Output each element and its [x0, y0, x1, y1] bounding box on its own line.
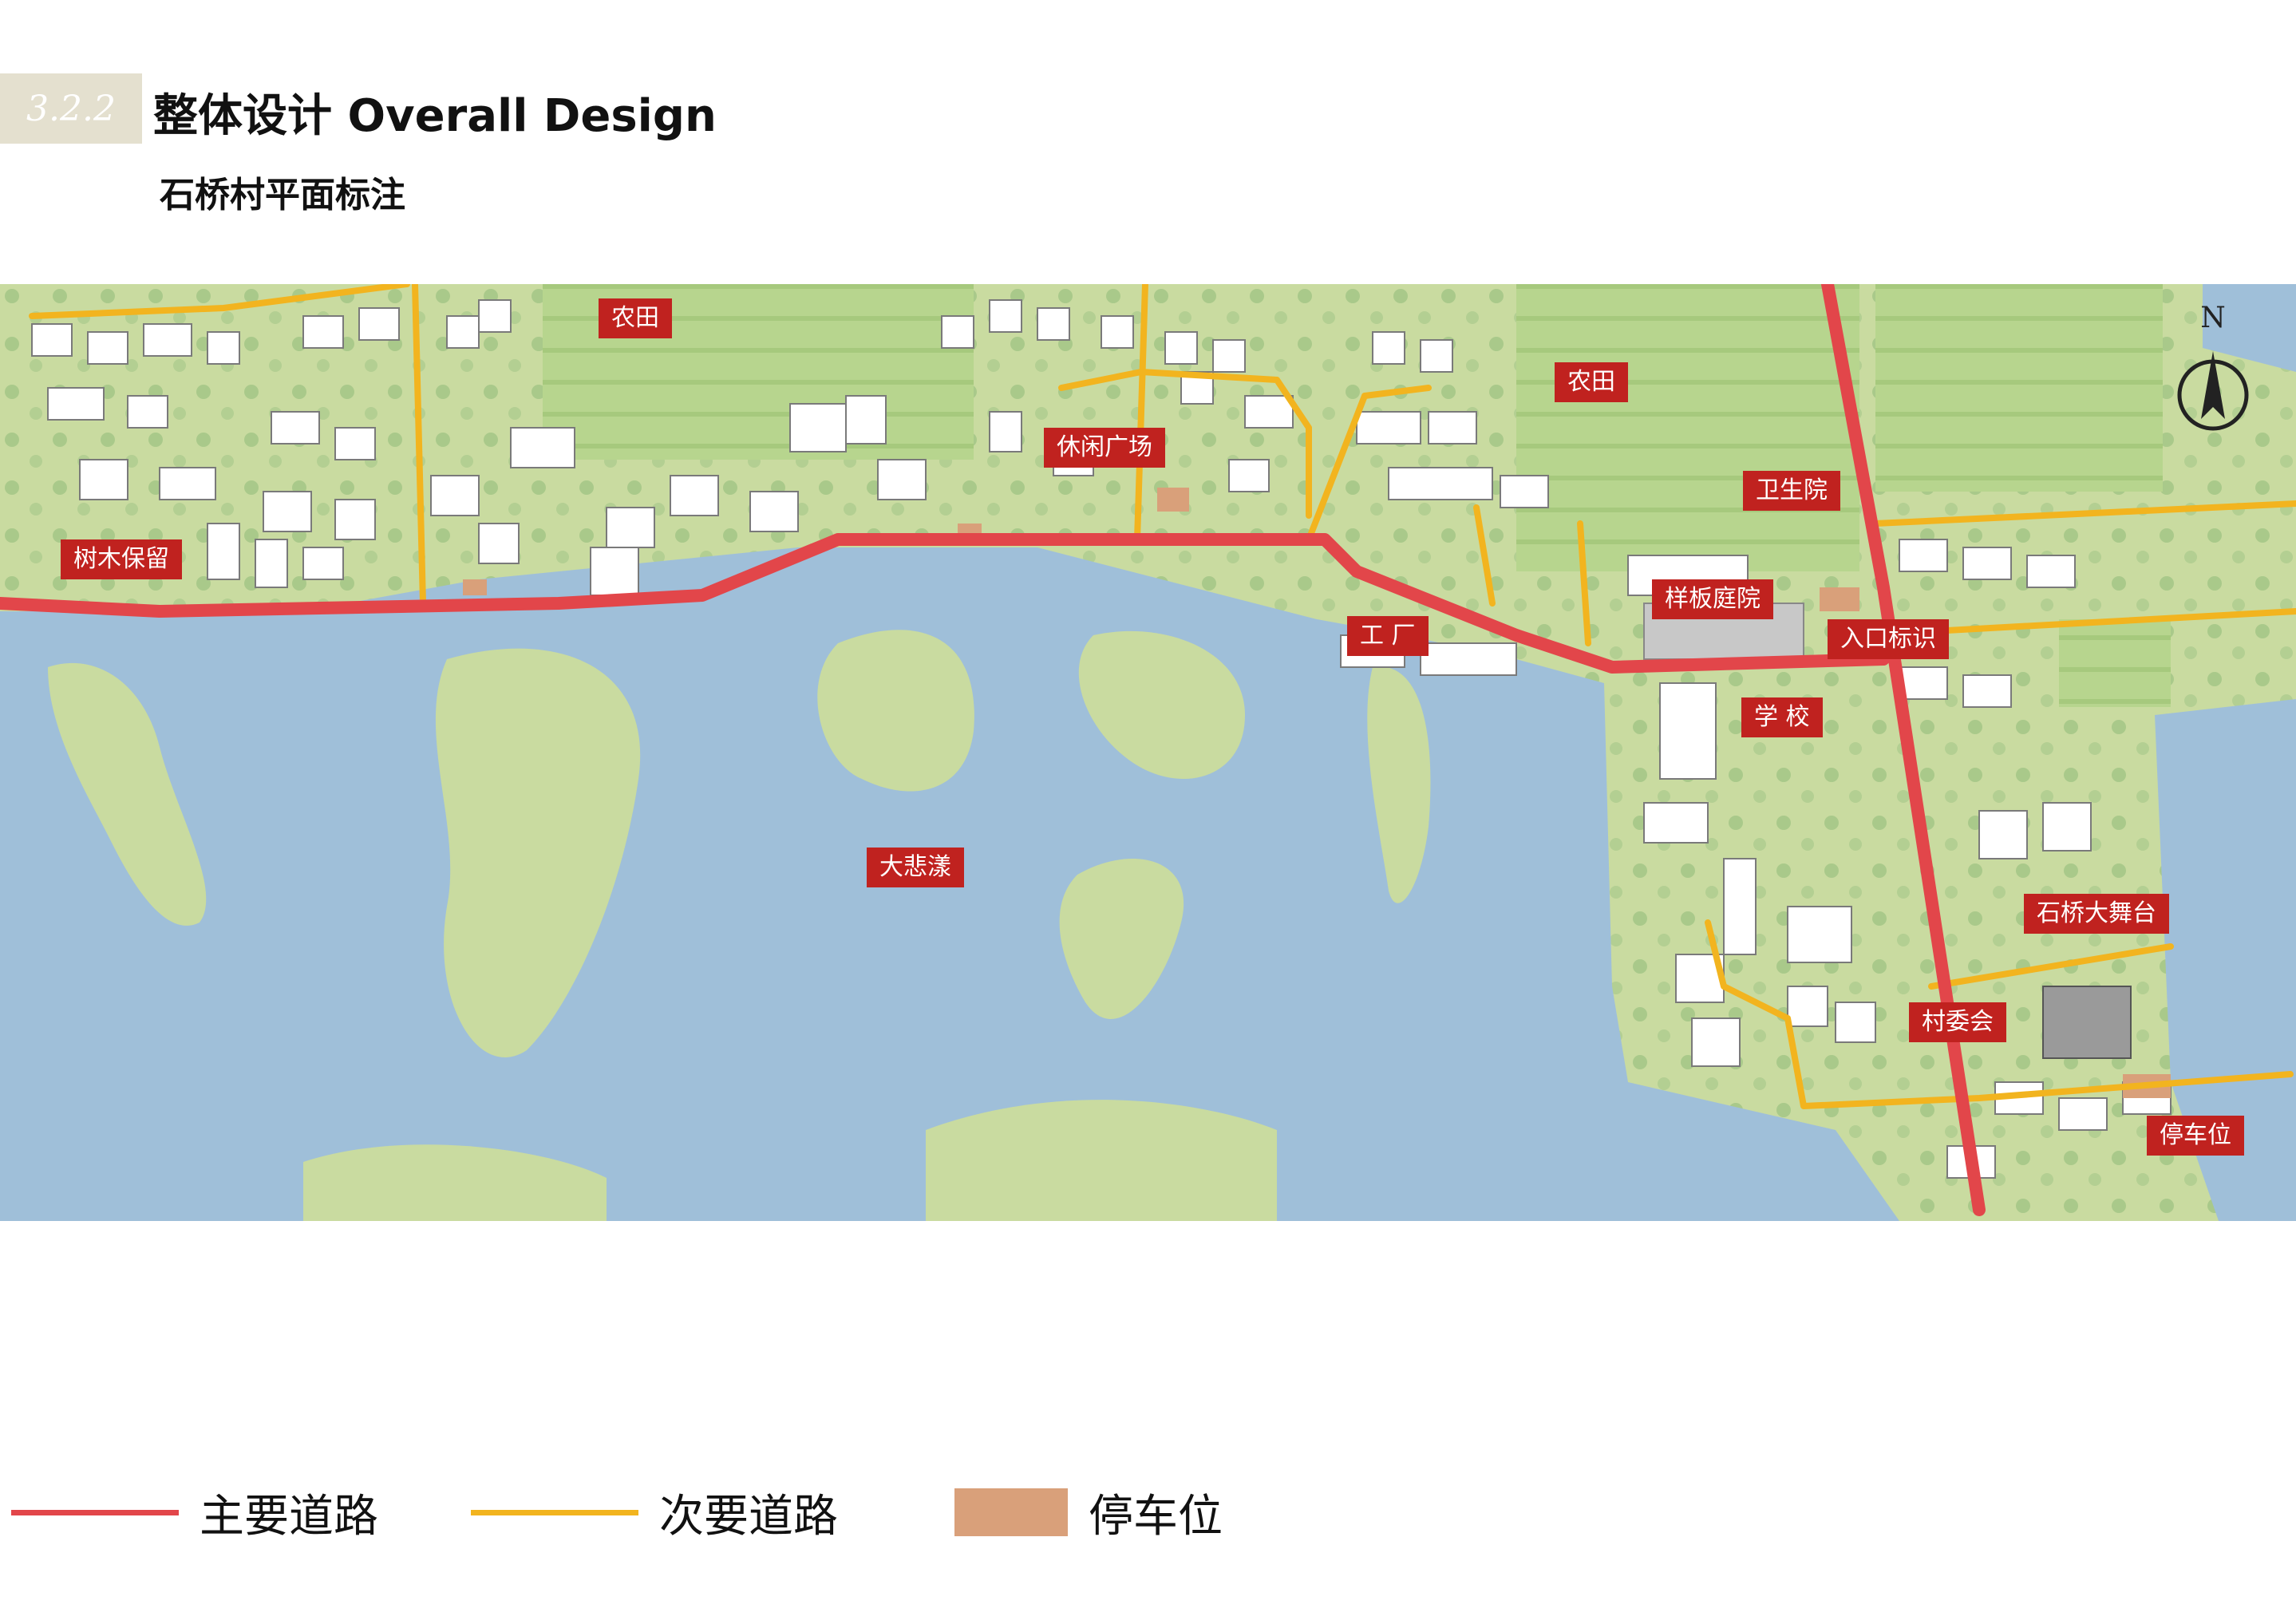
farmland-block: [2059, 619, 2171, 707]
legend: 主要道路 次要道路 停车位: [0, 1468, 2296, 1556]
map-label-model-courtyard: 样板庭院: [1652, 579, 1773, 619]
map-label-farmland-2: 农田: [1555, 362, 1628, 402]
island: [435, 648, 641, 1057]
north-arrow-icon: N: [2177, 302, 2249, 431]
farmland-block: [1516, 284, 1859, 571]
legend-secondary-road-line: [471, 1509, 638, 1515]
map-label-health-center: 卫生院: [1743, 471, 1840, 511]
island: [303, 1144, 607, 1221]
section-number-badge: 3.2.2: [0, 73, 142, 144]
map-label-entrance-sign: 入口标识: [1828, 619, 1949, 659]
legend-main-road-label: 主要道路: [200, 1490, 378, 1543]
map-label-stage: 石桥大舞台: [2024, 894, 2169, 934]
legend-parking-label: 停车位: [1089, 1490, 1223, 1543]
island: [1367, 666, 1431, 903]
legend-secondary-road-label: 次要道路: [659, 1490, 838, 1543]
map-label-parking: 停车位: [2147, 1116, 2244, 1156]
map-label-tree-preservation: 树木保留: [61, 539, 182, 579]
page-title: 整体设计 Overall Design: [153, 90, 717, 142]
secondary-roads: [29, 284, 2296, 1109]
page-subtitle: 石桥村平面标注: [160, 175, 405, 215]
map-label-leisure-plaza: 休闲广场: [1044, 428, 1165, 468]
island: [48, 662, 207, 926]
map-label-lake: 大悲漾: [867, 848, 964, 887]
north-label: N: [2200, 302, 2226, 334]
island: [926, 1100, 1277, 1221]
village-buildings: [31, 299, 2172, 1179]
farmland-block: [1875, 284, 2163, 492]
island: [1078, 630, 1245, 779]
site-plan-map: 农田 农田 休闲广场 树木保留 卫生院 样板庭院 工 厂 入口标识 学 校 大悲…: [0, 284, 2296, 1221]
legend-item-main-road: 主要道路: [11, 1468, 378, 1556]
map-label-school: 学 校: [1741, 697, 1823, 737]
island: [817, 630, 974, 792]
legend-item-parking: 停车位: [954, 1468, 1223, 1556]
legend-item-secondary-road: 次要道路: [471, 1468, 838, 1556]
village-committee-plaza: [2042, 986, 2132, 1059]
legend-main-road-line: [11, 1509, 179, 1515]
map-label-village-committee: 村委会: [1909, 1002, 2006, 1042]
site-plan-canvas: [0, 284, 2296, 1221]
island: [1059, 859, 1184, 1019]
map-label-factory: 工 厂: [1347, 616, 1429, 656]
map-label-farmland-1: 农田: [599, 298, 672, 338]
legend-parking-swatch: [954, 1488, 1068, 1536]
